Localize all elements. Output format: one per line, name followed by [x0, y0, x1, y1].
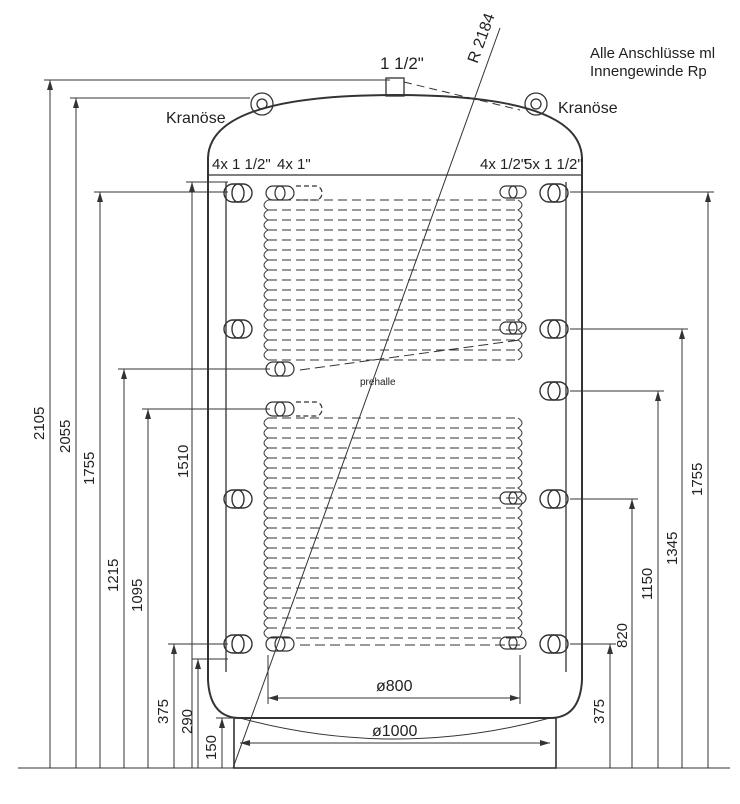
dim-label: 2055	[57, 419, 74, 453]
lifting-eye-right	[524, 92, 548, 116]
left-group-2-label: 4x 1"	[277, 156, 311, 173]
upper-heat-exchanger-coil	[263, 199, 523, 361]
left-group-1-label: 4x 1 1/2"	[212, 156, 271, 173]
note-line-2: Innengewinde Rp	[590, 63, 707, 80]
inner-diameter-label: ø800	[376, 678, 413, 695]
lower-heat-exchanger-coil	[263, 417, 523, 639]
dim-label: 1095	[129, 578, 146, 612]
note-line-1: Alle Anschlüsse ml	[590, 45, 716, 62]
dimension-lines	[18, 79, 730, 769]
kranoese-right-label: Kranöse	[558, 100, 618, 117]
dim-label: 290	[179, 708, 196, 734]
top-connection-pipe	[385, 77, 405, 97]
dimension-arrows	[47, 80, 711, 746]
pipe-connections-large	[223, 183, 569, 654]
dim-label: 1755	[689, 462, 706, 496]
dim-label: 2105	[31, 406, 48, 440]
dim-label: 150	[203, 734, 220, 760]
right-group-2-label: 5x 1 1/2"	[524, 156, 583, 173]
dim-label: 1150	[639, 567, 656, 600]
lifting-eye-left	[250, 92, 274, 116]
dim-label: 375	[591, 698, 608, 724]
tank-dome	[207, 93, 583, 159]
radius-line	[232, 27, 501, 769]
dim-label: 820	[614, 622, 631, 648]
dim-label: 1345	[664, 531, 681, 565]
watermark-label: prehalle	[360, 377, 396, 388]
top-connection-label: 1 1/2"	[380, 54, 424, 73]
connection-note: Alle Anschlüsse ml Innengewinde Rp	[590, 45, 715, 81]
dim-label: 375	[155, 698, 172, 724]
dim-label: 1215	[105, 558, 122, 592]
outer-diameter-label: ø1000	[372, 723, 418, 740]
kranoese-left-label: Kranöse	[166, 110, 226, 127]
dim-label: 1755	[81, 451, 98, 485]
dim-label: 1510	[175, 444, 192, 478]
right-group-1-label: 4x 1/2"	[480, 156, 527, 173]
